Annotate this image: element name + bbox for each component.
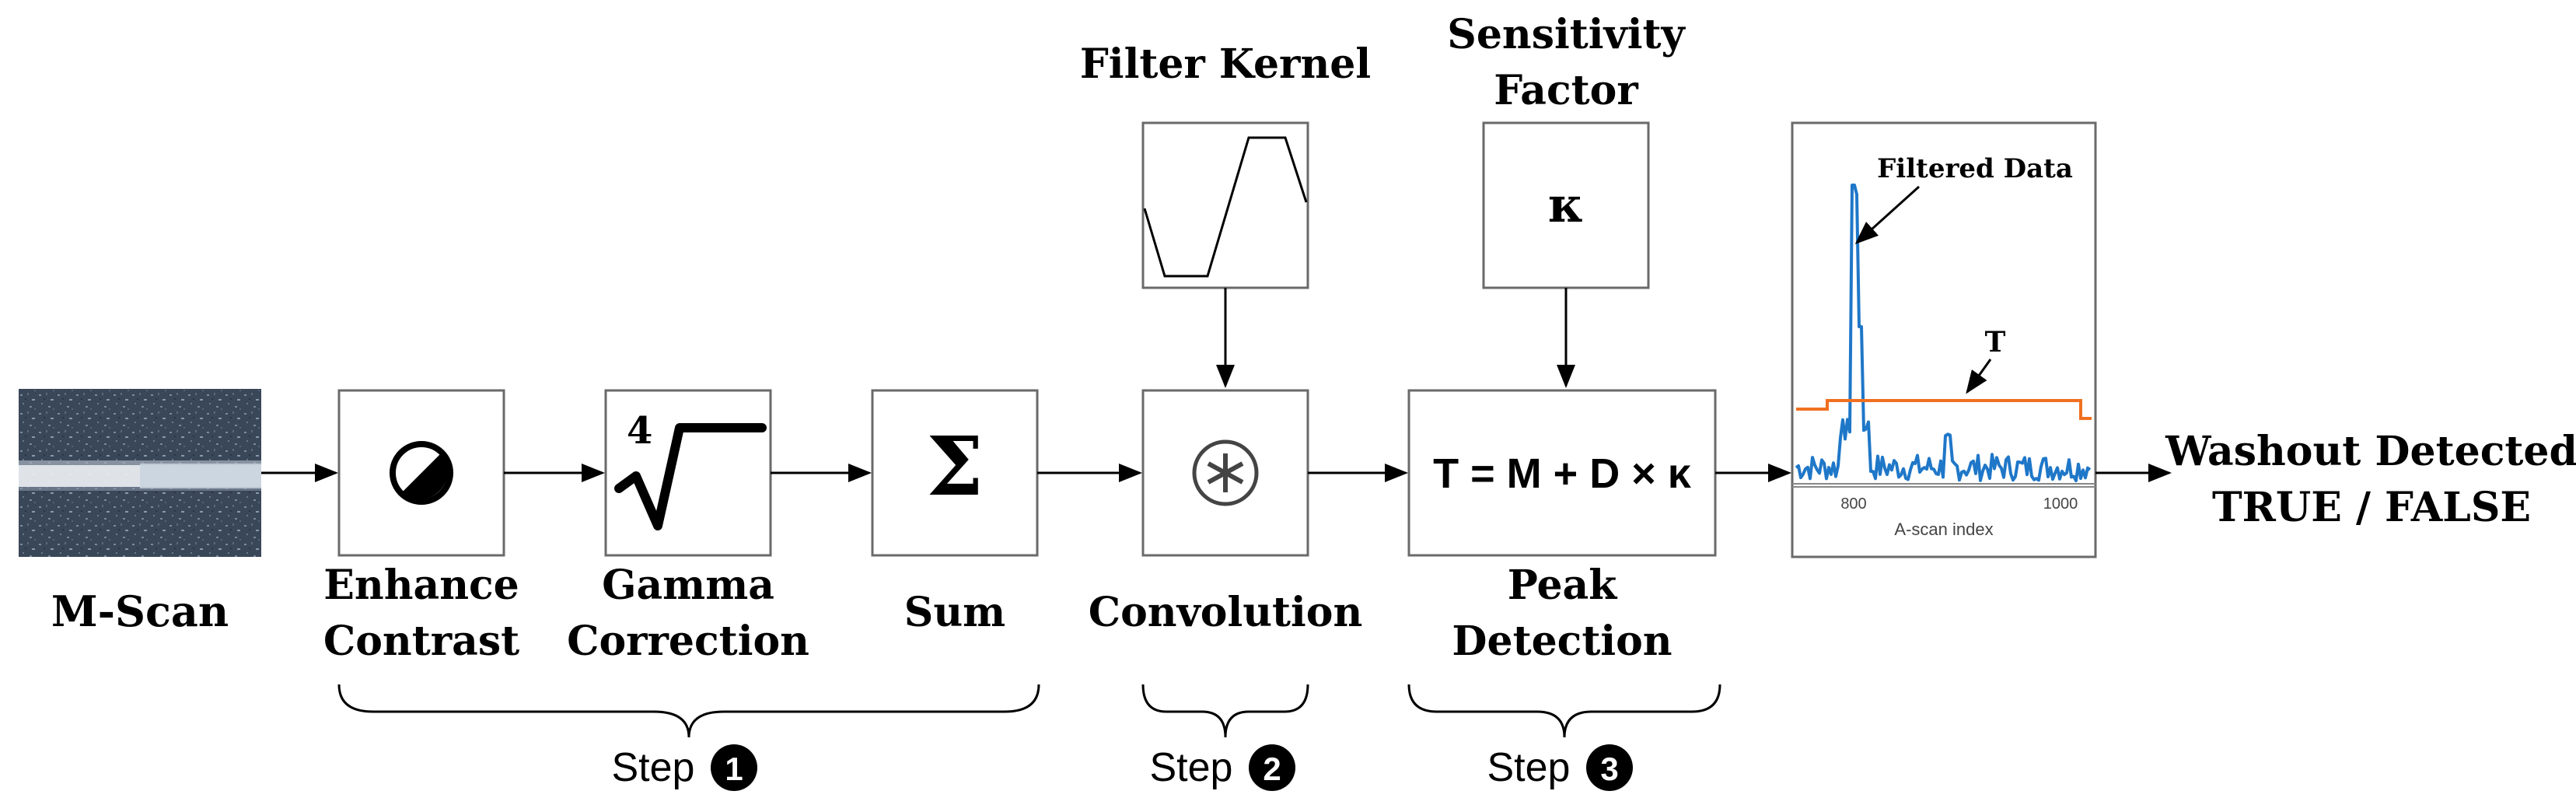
peak-detection-label-line2: Detection: [1452, 618, 1672, 665]
peak-detection-block: [1407, 389, 1717, 557]
convolution-label: Convolution: [1089, 589, 1363, 636]
filtered-data-line: [1795, 184, 2092, 482]
output-line2: TRUE / FALSE: [2212, 484, 2531, 531]
m-scan-label: M-Scan: [51, 586, 229, 636]
step3-label: Step 3: [1487, 744, 1633, 791]
root-index: 4: [627, 409, 652, 453]
threshold-line: [1796, 399, 2092, 420]
threshold-pointer: [1966, 359, 1992, 394]
output-line1: Washout Detected: [2165, 428, 2576, 475]
sum-block: [871, 389, 1039, 557]
convolution-icon: [1192, 439, 1259, 506]
filtered-data-pointer: [1854, 185, 1921, 245]
x-tick-1000: 1000: [2043, 495, 2078, 513]
step2-text: Step: [1150, 745, 1233, 790]
step1-text: Step: [612, 745, 695, 790]
contrast-icon: [390, 441, 453, 505]
peak-detection-label-line1: Peak: [1508, 562, 1617, 609]
step3-text: Step: [1487, 745, 1571, 790]
threshold-formula: T = M + D × κ: [1433, 450, 1692, 497]
step3-number: 3: [1600, 751, 1618, 787]
step1-number: 1: [725, 751, 743, 787]
step1-badge: [711, 744, 757, 791]
enhance-contrast-label-line2: Contrast: [323, 618, 519, 665]
filtered-data-annotation: Filtered Data: [1877, 153, 2073, 184]
plot-x-label: A-scan index: [1894, 520, 1993, 539]
gamma-correction-label-line1: Gamma: [602, 562, 774, 609]
step2-number: 2: [1263, 751, 1281, 787]
x-tick-800: 800: [1840, 495, 1866, 513]
filter-kernel-title: Filter Kernel: [1080, 40, 1371, 88]
sensitivity-box: [1482, 121, 1650, 289]
step1-brace: [337, 684, 1040, 738]
step1-label: Step 1: [612, 744, 757, 791]
filtered-data-plot: Filtered Data T 800 1000 A-scan index: [1791, 121, 2097, 558]
enhance-contrast-label-line1: Enhance: [323, 562, 519, 609]
step3-badge: [1586, 744, 1633, 791]
threshold-annotation: T: [1985, 326, 2006, 359]
sensitivity-title-line2: Factor: [1494, 67, 1638, 114]
gamma-correction-label-line2: Correction: [567, 618, 809, 665]
step3-brace: [1407, 684, 1721, 738]
plot-frame: [1791, 121, 2097, 558]
kappa-symbol: κ: [1548, 177, 1584, 233]
filter-kernel-box: [1141, 121, 1309, 289]
step2-brace: [1141, 684, 1309, 738]
fourth-root-icon: 4: [614, 409, 767, 530]
step2-label: Step 2: [1150, 744, 1295, 791]
m-scan-image: [19, 389, 261, 557]
sensitivity-title-line1: Sensitivity: [1447, 11, 1686, 58]
sum-label: Sum: [904, 589, 1005, 636]
sigma-icon: Σ: [926, 418, 984, 514]
filter-kernel-waveform-icon: [1143, 136, 1308, 278]
step2-badge: [1249, 744, 1295, 791]
